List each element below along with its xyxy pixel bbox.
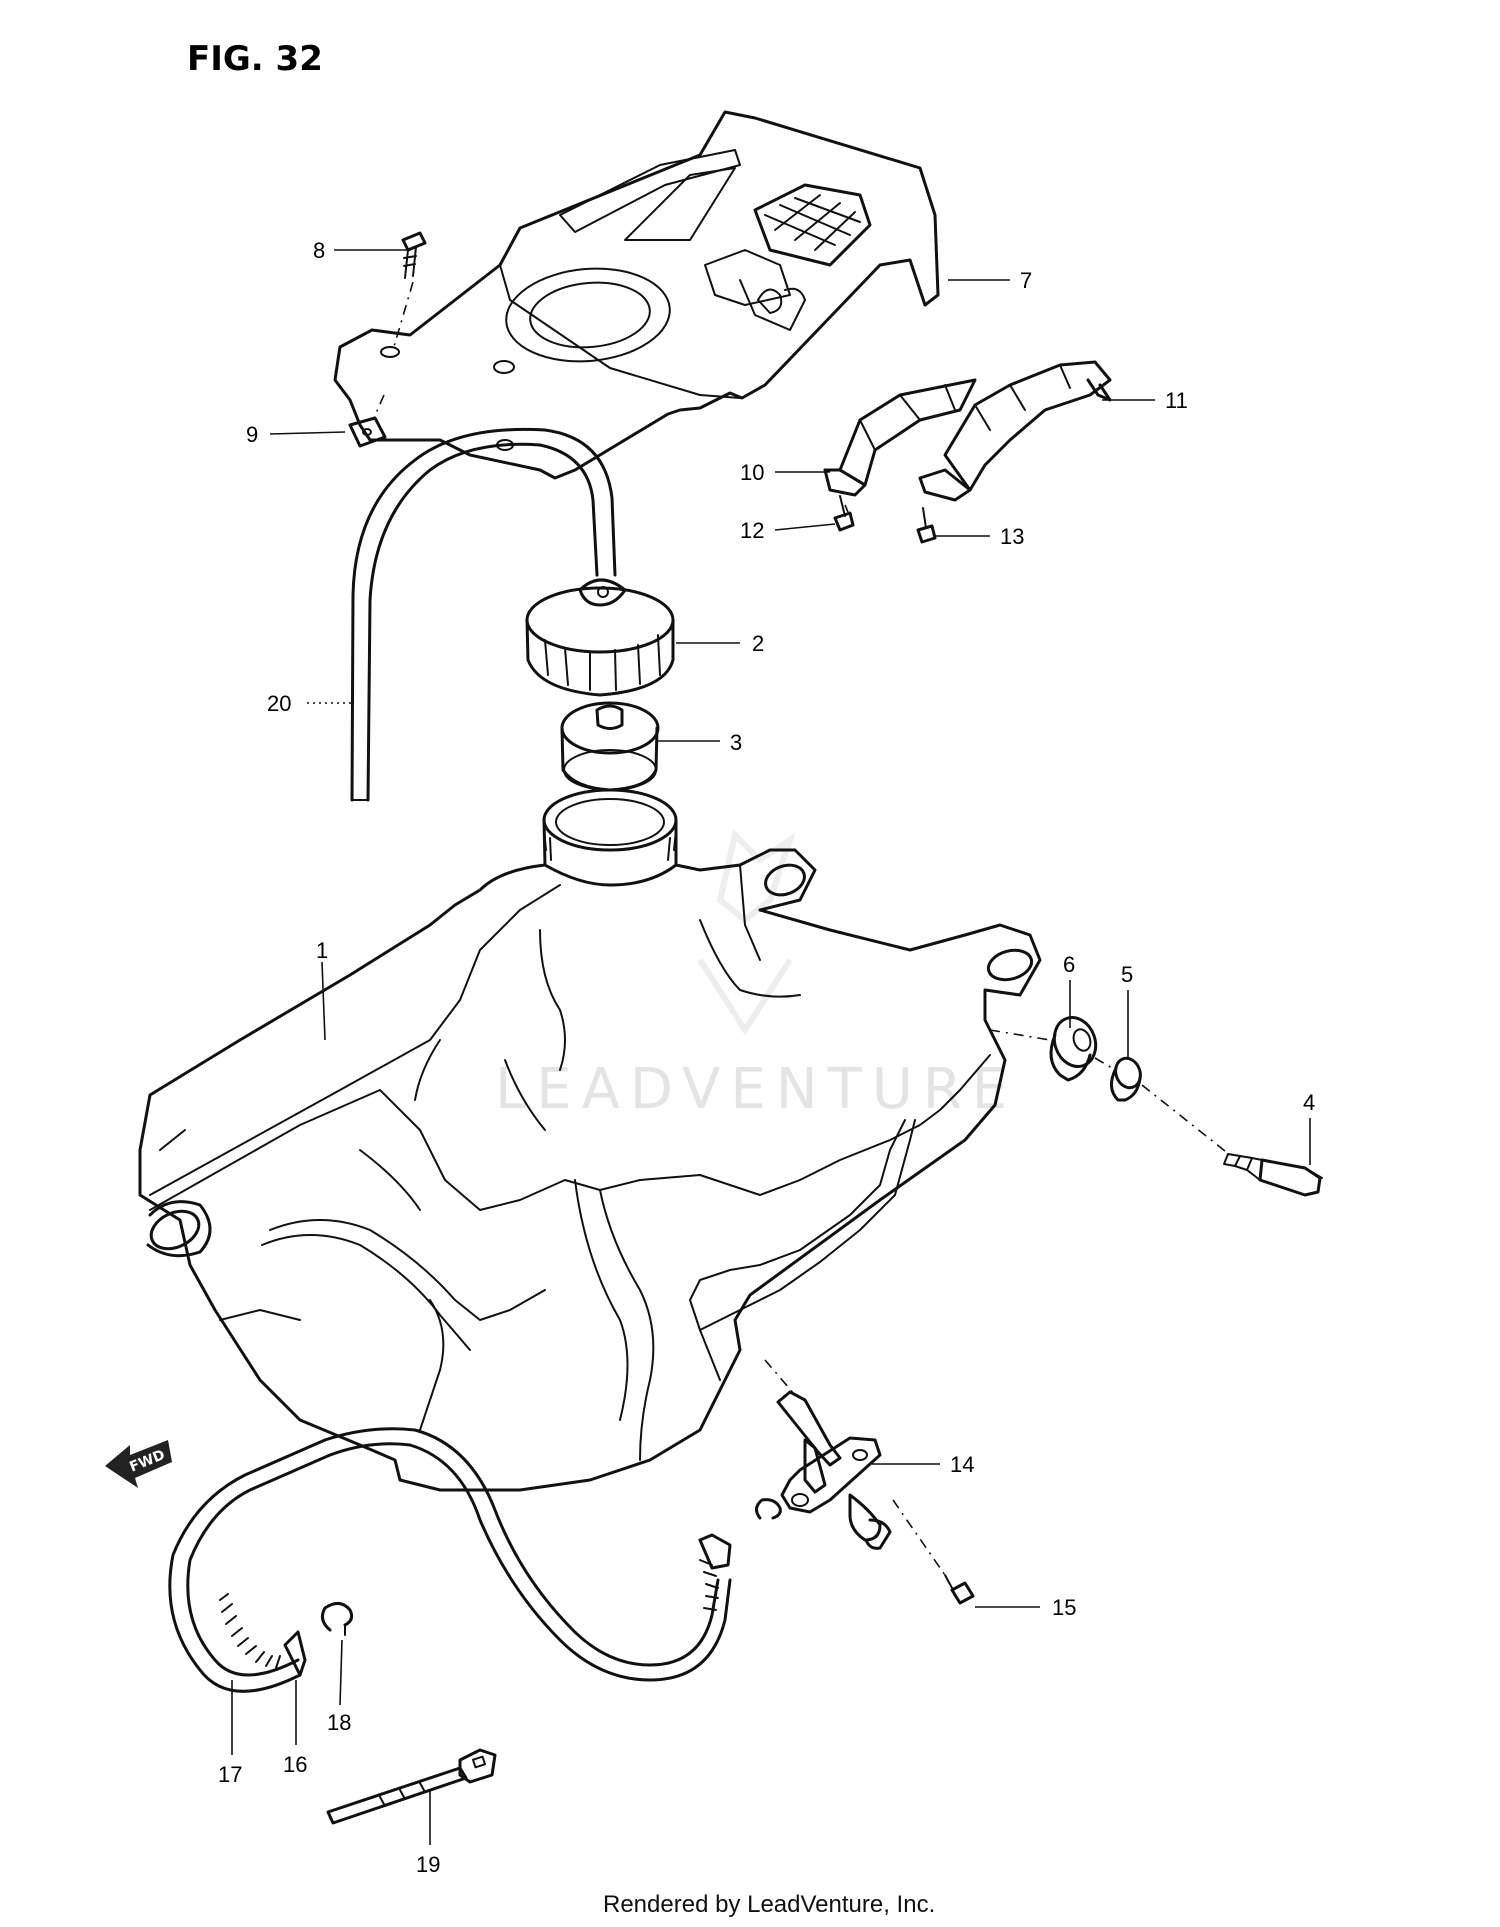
callout-1: 1 [316, 938, 328, 963]
clip-18 [320, 1602, 354, 1636]
clamp-19 [326, 1748, 497, 1825]
screw-13 [916, 507, 937, 544]
callout-13: 13 [1000, 524, 1024, 549]
leader-lines [231, 249, 1311, 1845]
watermark: LEADVENTURE [495, 829, 1017, 1122]
nut-9 [348, 416, 387, 448]
cap-gasket-3 [560, 701, 660, 792]
fuel-cap-2 [525, 578, 675, 697]
hose-protector-17 [219, 1533, 732, 1669]
fuel-hose-16 [168, 1427, 732, 1693]
callout-15: 15 [1052, 1595, 1076, 1620]
screw-8 [401, 231, 427, 279]
fuel-tank-1 [138, 788, 1042, 1492]
fuel-cock-14 [776, 1390, 892, 1550]
cushion-6 [1049, 1016, 1098, 1082]
breather-hose-20 [350, 427, 617, 802]
callout-19: 19 [416, 1852, 440, 1877]
screw-12 [833, 495, 855, 532]
collar-5 [1110, 1056, 1142, 1102]
screw-15 [944, 1574, 975, 1605]
callout-2: 2 [752, 631, 764, 656]
callout-20: 20 [267, 691, 291, 716]
callout-11: 11 [1165, 388, 1188, 413]
figure-title: FIG. 32 [187, 39, 323, 79]
callout-10: 10 [740, 460, 764, 485]
callout-9: 9 [246, 422, 258, 447]
callout-14: 14 [950, 1452, 974, 1477]
clip-near-cock [755, 1498, 782, 1520]
callout-17: 17 [218, 1762, 242, 1787]
callout-18: 18 [327, 1710, 351, 1735]
cushion-10 [823, 378, 977, 497]
cushion-11 [918, 360, 1112, 502]
callouts: 8 9 7 11 10 12 13 2 3 20 1 6 5 4 14 15 1… [218, 238, 1315, 1877]
callout-3: 3 [730, 730, 742, 755]
callout-7: 7 [1020, 268, 1032, 293]
watermark-text: LEADVENTURE [495, 1057, 1017, 1122]
callout-12: 12 [740, 518, 764, 543]
tank-cover [333, 110, 940, 480]
callout-4: 4 [1303, 1090, 1315, 1115]
callout-6: 6 [1063, 952, 1075, 977]
fwd-arrow: FWD [105, 1440, 172, 1488]
callout-5: 5 [1121, 962, 1133, 987]
footer-credit: Rendered by LeadVenture, Inc. [603, 1891, 935, 1918]
bolt-4 [1223, 1153, 1323, 1197]
callout-16: 16 [283, 1752, 307, 1777]
callout-8: 8 [313, 238, 325, 263]
